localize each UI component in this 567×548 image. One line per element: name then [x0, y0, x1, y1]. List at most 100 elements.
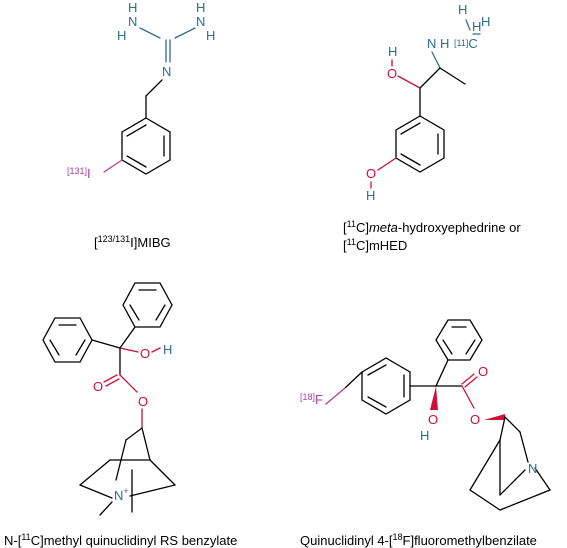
phenyl-ring — [122, 282, 173, 328]
atom-n: N — [427, 36, 436, 51]
atom-h: H — [366, 188, 375, 203]
bond — [499, 416, 506, 441]
bond — [499, 469, 526, 496]
bond — [519, 431, 529, 463]
atom-o: O — [366, 166, 376, 181]
bond — [534, 467, 551, 491]
bond — [431, 51, 441, 69]
wedge-bond — [430, 386, 438, 410]
mibg-structure: H N H H N H N [131]I — [67, 0, 215, 181]
atom-fluorine: F — [315, 392, 323, 407]
bond — [125, 427, 143, 441]
phenyl-ring — [435, 319, 483, 361]
bond — [129, 304, 140, 321]
atom-h: H — [420, 428, 429, 443]
nmqnb-structure: O H O O N+ — [42, 282, 176, 516]
wedge-bond — [484, 414, 505, 420]
bond — [367, 396, 387, 408]
bond — [435, 359, 449, 387]
bond — [129, 484, 176, 497]
fmqnb-structure: [18]F O H O O N — [300, 319, 551, 511]
bond — [145, 79, 163, 97]
benzene-ring — [395, 115, 445, 173]
caption-nmqnb: N-[11C]methyl quinuclidinyl RS benzylate — [4, 532, 237, 548]
bond — [75, 339, 86, 356]
bond — [397, 75, 421, 89]
caption-mhed-line2: [11C]mHED — [343, 237, 407, 253]
bond — [367, 364, 387, 376]
atom-o: O — [93, 379, 103, 394]
atom-n: N — [162, 64, 171, 79]
bond — [151, 347, 161, 353]
bond — [465, 339, 476, 355]
bond — [465, 19, 471, 31]
atom-iodine: I — [87, 166, 91, 181]
bond — [325, 387, 346, 405]
bond — [149, 459, 176, 486]
svg-text:[11]C: [11]C — [454, 36, 478, 51]
bond — [439, 67, 466, 85]
atom-n: N — [114, 488, 123, 503]
bond — [469, 439, 501, 491]
bond — [126, 124, 147, 137]
atom-n: N — [528, 461, 537, 476]
atom-h: H — [206, 28, 215, 43]
atom-n: N — [128, 14, 137, 29]
bond — [155, 304, 166, 321]
bond — [461, 385, 475, 409]
atom-h: H — [128, 0, 137, 15]
bond — [126, 155, 147, 168]
bond — [442, 339, 453, 355]
bond — [469, 489, 501, 511]
bond — [91, 339, 121, 349]
bond — [79, 459, 111, 486]
svg-text:[131]I: [131]I — [67, 166, 91, 181]
atom-h: H — [440, 36, 449, 51]
fluorine-isotope-label: [18] — [300, 392, 315, 402]
charge-plus: + — [123, 486, 128, 496]
atom-n: N — [196, 14, 205, 29]
bond — [461, 373, 475, 385]
atom-o: O — [138, 394, 148, 409]
bond — [344, 371, 363, 389]
bond — [99, 501, 113, 516]
caption-mibg: [123/131I]MIBG — [94, 234, 171, 250]
svg-text:[18]F: [18]F — [300, 392, 323, 407]
svg-text:N+: N+ — [114, 486, 129, 503]
bond — [174, 27, 196, 39]
bond — [499, 489, 551, 511]
atom-h: H — [388, 44, 397, 59]
phenyl-ring — [42, 317, 93, 363]
bond — [105, 378, 120, 387]
atom-o: O — [387, 66, 397, 81]
bond — [119, 326, 136, 349]
bond — [49, 339, 60, 356]
bond — [119, 374, 138, 393]
bond — [103, 159, 123, 173]
bond — [377, 157, 397, 171]
caption-fmqnb: Quinuclidinyl 4-[18F]fluoromethylbenzila… — [300, 532, 537, 548]
bond — [464, 376, 478, 388]
bond — [141, 427, 151, 461]
atom-h: H — [117, 28, 126, 43]
atom-o: O — [140, 346, 150, 361]
atom-h: H — [196, 0, 205, 15]
bond — [400, 153, 421, 166]
bond — [400, 122, 421, 135]
atom-h: H — [163, 342, 172, 357]
bond — [103, 374, 118, 383]
bond — [119, 347, 139, 353]
bond — [504, 416, 521, 433]
iodine-isotope-label: [131] — [67, 166, 87, 176]
caption-mhed-line1: [11C]meta-hydroxyephedrine or — [343, 219, 521, 235]
benzene-ring — [121, 117, 171, 175]
bond — [419, 67, 441, 89]
atom-h: H — [458, 2, 467, 17]
atom-o: O — [470, 412, 480, 427]
atom-h: H — [472, 19, 481, 34]
atom-c: C — [468, 36, 477, 51]
carbon-isotope-label: [11] — [454, 38, 468, 48]
bond — [139, 27, 161, 39]
bond — [79, 484, 113, 499]
